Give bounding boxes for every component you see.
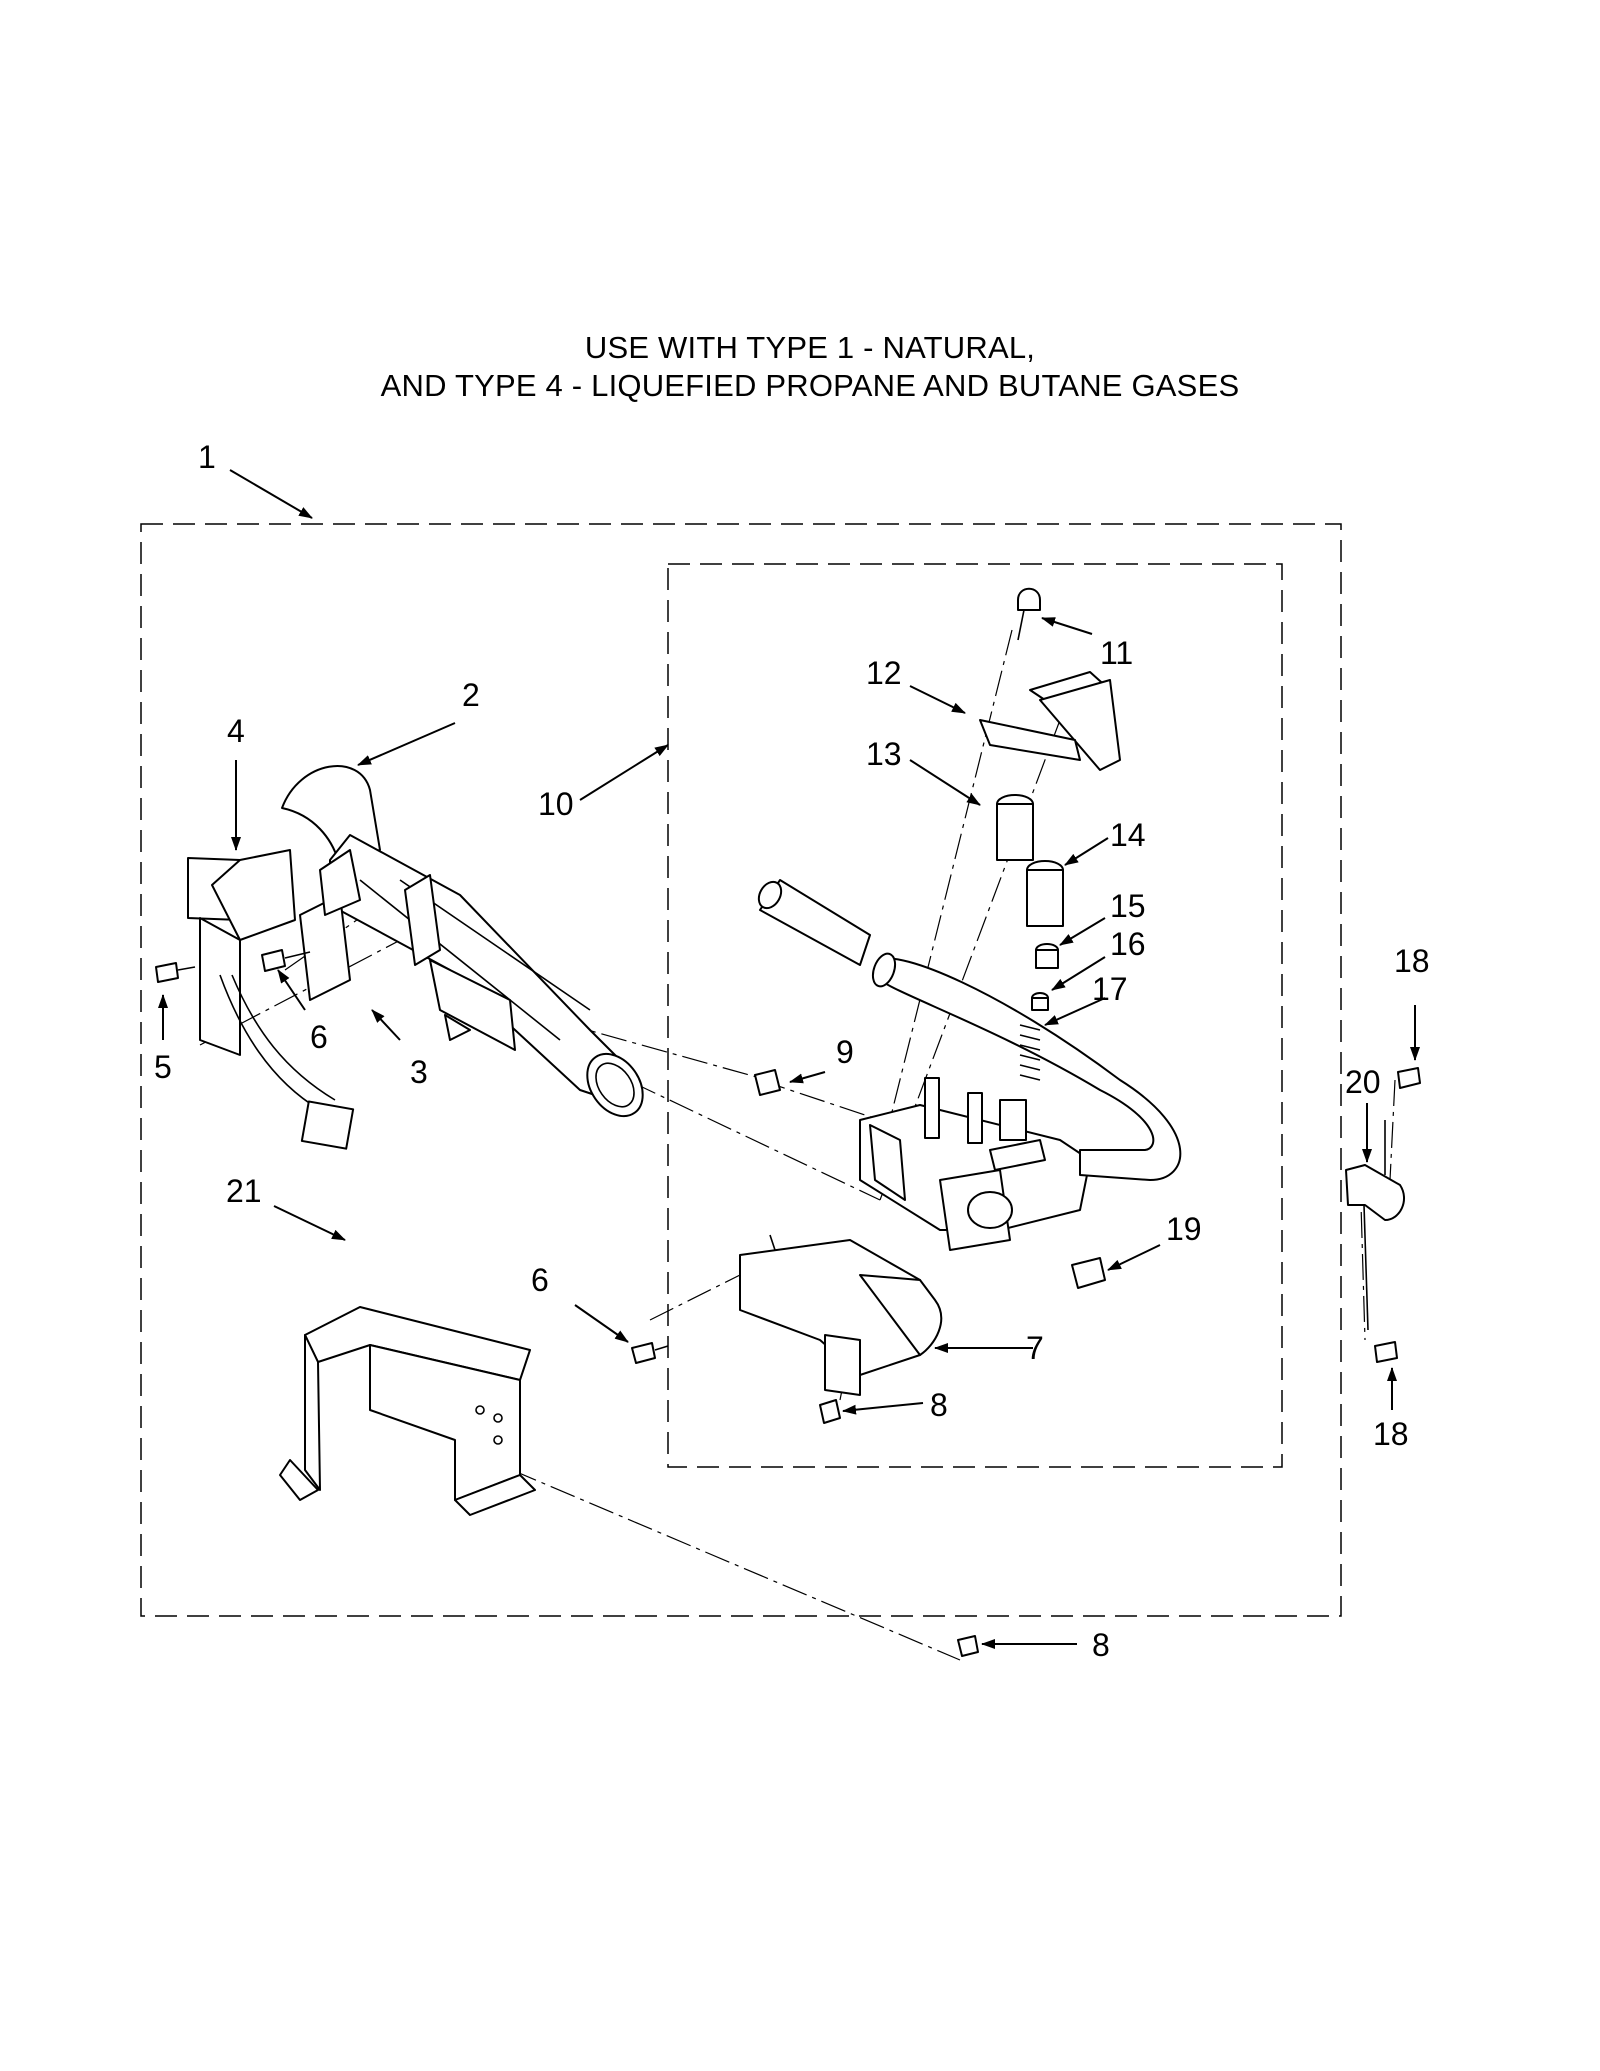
screw-6-right bbox=[631, 1342, 669, 1364]
burner-bracket bbox=[299, 849, 516, 1051]
screw-18-bottom bbox=[1374, 1341, 1398, 1363]
fitting-9 bbox=[754, 1069, 781, 1096]
callout-13: 13 bbox=[866, 736, 902, 772]
callout-9: 9 bbox=[836, 1034, 854, 1070]
diagram-title-line-1: USE WITH TYPE 1 - NATURAL, bbox=[584, 330, 1036, 365]
callout-21: 21 bbox=[226, 1173, 262, 1209]
gas-valve-body bbox=[859, 1077, 1091, 1251]
screw-11 bbox=[1017, 587, 1041, 611]
gas-supply-pipe bbox=[871, 952, 1182, 1181]
spring-17 bbox=[1019, 1024, 1041, 1081]
valve-bracket bbox=[739, 1234, 943, 1396]
coil-stack bbox=[979, 587, 1121, 1081]
orifice-tube bbox=[757, 879, 871, 966]
callout-19: 19 bbox=[1166, 1211, 1202, 1247]
mounting-bracket bbox=[279, 1306, 536, 1516]
assembly-1-boundary bbox=[140, 523, 1342, 1617]
callout-6-left: 6 bbox=[310, 1019, 328, 1055]
alignment-lines bbox=[199, 629, 1396, 1661]
callout-17: 17 bbox=[1092, 971, 1128, 1007]
callout-8-outer: 8 bbox=[1092, 1627, 1110, 1663]
screw-18-top bbox=[1397, 1067, 1421, 1089]
assembly-10-boundary bbox=[667, 563, 1283, 1468]
diagram-title-line-2: AND TYPE 4 - LIQUEFIED PROPANE AND BUTAN… bbox=[380, 368, 1240, 403]
callout-11: 11 bbox=[1100, 635, 1133, 671]
callout-7: 7 bbox=[1026, 1330, 1044, 1366]
callout-14: 14 bbox=[1110, 817, 1146, 853]
callout-2: 2 bbox=[462, 677, 480, 713]
callout-15: 15 bbox=[1110, 888, 1146, 924]
igniter-bracket bbox=[187, 849, 355, 1150]
callout-18-top: 18 bbox=[1394, 943, 1430, 979]
screw-5 bbox=[155, 962, 196, 983]
callout-1: 1 bbox=[198, 439, 216, 475]
callout-4: 4 bbox=[227, 713, 245, 749]
burner-tube bbox=[281, 765, 644, 1118]
connector-19 bbox=[1071, 1257, 1106, 1289]
clip-20 bbox=[1345, 1120, 1405, 1331]
callout-3: 3 bbox=[410, 1054, 428, 1090]
callout-10: 10 bbox=[538, 786, 574, 822]
screw-8-inner bbox=[819, 1399, 841, 1424]
screw-6-left bbox=[261, 949, 311, 972]
callout-leaders bbox=[158, 469, 1420, 1649]
callout-6-right: 6 bbox=[531, 1262, 549, 1298]
callout-20: 20 bbox=[1345, 1064, 1381, 1100]
screw-8-outer bbox=[957, 1635, 979, 1657]
callout-5: 5 bbox=[154, 1049, 172, 1085]
callout-18-bottom: 18 bbox=[1373, 1416, 1409, 1452]
callout-16: 16 bbox=[1110, 926, 1146, 962]
callout-8-inner: 8 bbox=[930, 1387, 948, 1423]
callout-12: 12 bbox=[866, 655, 902, 691]
